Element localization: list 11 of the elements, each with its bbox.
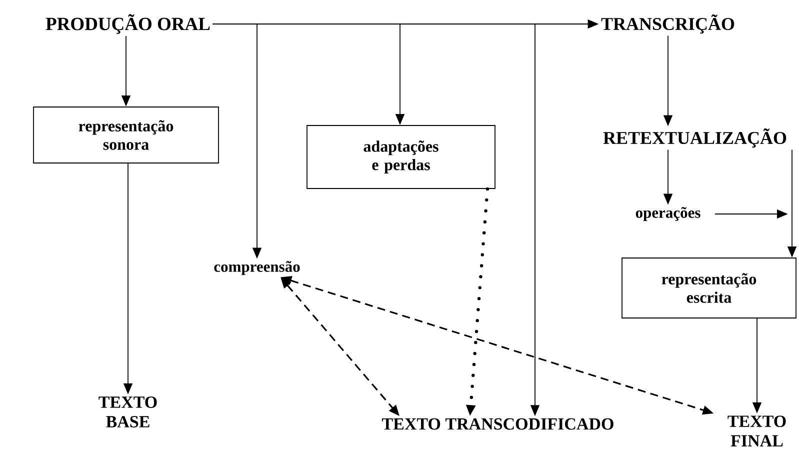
- process-box: representação sonora: [33, 106, 219, 164]
- stage-label: TEXTO TRANSCODIFICADO: [382, 418, 614, 430]
- stage-label: RETEXTUALIZAÇÃO: [603, 128, 786, 148]
- step-label: operações: [636, 206, 700, 222]
- stage-label: TEXTO FINAL: [728, 416, 786, 446]
- process-box: adaptações e perdas: [306, 125, 496, 189]
- stage-label: TRANSCRIÇÃO: [601, 14, 734, 34]
- process-box: representação escrita: [622, 258, 796, 318]
- step-label: compreensão: [214, 260, 300, 276]
- stage-label: TEXTO BASE: [98, 396, 157, 428]
- stage-label: PRODUÇÃO ORAL: [46, 14, 210, 34]
